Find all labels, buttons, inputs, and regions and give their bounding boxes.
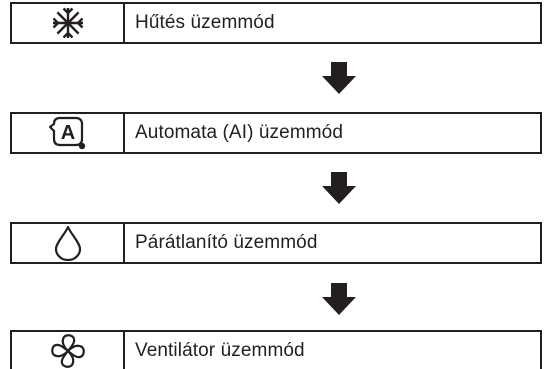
down-arrow-icon (322, 62, 356, 94)
mode-row-fan: Ventilátor üzemmód (10, 330, 542, 369)
mode-icon-cell (12, 4, 125, 42)
mode-icon-cell (12, 224, 125, 262)
mode-icon-cell: A (12, 114, 125, 152)
mode-label-auto: Automata (AI) üzemmód (135, 122, 344, 143)
mode-label-fan: Ventilátor üzemmód (135, 339, 305, 361)
mode-label-cooling: Hűtés üzemmód (135, 12, 275, 33)
mode-row-dehumidify: Párátlanító üzemmód (10, 222, 542, 264)
snowflake-icon (52, 7, 83, 39)
mode-label-dehumidify: Párátlanító üzemmód (135, 232, 318, 253)
down-arrow-icon (322, 283, 356, 315)
fan-icon (50, 333, 85, 368)
mode-row-cooling: Hűtés üzemmód (10, 2, 542, 44)
auto-mode-icon: A (48, 116, 85, 150)
mode-row-auto: A Automata (AI) üzemmód (10, 112, 542, 154)
down-arrow-icon (322, 172, 356, 204)
mode-icon-cell (12, 332, 125, 369)
auto-icon-letter: A (60, 122, 74, 144)
water-drop-icon (54, 225, 81, 261)
